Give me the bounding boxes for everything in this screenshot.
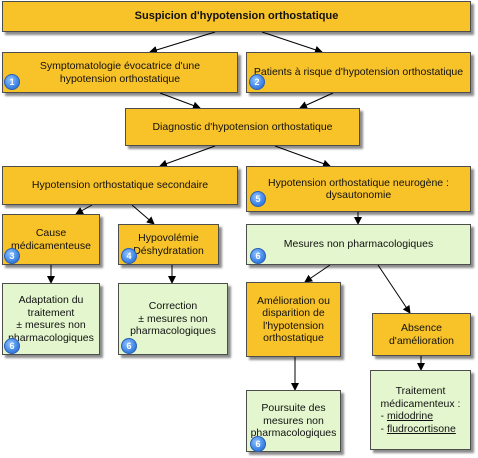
badge-6-correction-icon: 6 bbox=[121, 338, 137, 354]
arrow-secondaire-to-hypovolemie bbox=[131, 204, 155, 225]
node-symptomatologie: Symptomatologie évocatrice d'une hypoten… bbox=[2, 52, 238, 93]
node-poursuite: Poursuite des mesures non pharmacologiqu… bbox=[246, 390, 341, 452]
arrow-root-to-symptomatologie bbox=[149, 31, 216, 54]
node-cause-medicamenteuse: Cause médicamenteuse bbox=[2, 214, 100, 265]
node-suspicion: Suspicion d'hypotension orthostatique bbox=[2, 1, 471, 32]
badge-1-icon: 1 bbox=[4, 74, 20, 90]
fludrocortisone-link[interactable]: fludrocortisone bbox=[386, 422, 456, 435]
traitement-bullet-2: - bbox=[380, 422, 387, 435]
node-symptomatologie-label: Symptomatologie évocatrice d'une hypoten… bbox=[39, 60, 201, 85]
node-poursuite-label: Poursuite des mesures non pharmacologiqu… bbox=[250, 402, 337, 440]
arrow-diagnostic-to-secondaire bbox=[159, 145, 216, 168]
traitement-item-midodrine: - midodrine bbox=[381, 410, 461, 423]
node-neurogene-label: Hypotension orthostatique neurogène : dy… bbox=[268, 176, 449, 202]
arrow-mesures-to-amelioration bbox=[304, 264, 331, 283]
node-secondaire-label: Hypotension orthostatique secondaire bbox=[31, 179, 209, 192]
node-patients-risque-label: Patients à risque d'hypotension orthosta… bbox=[253, 66, 464, 79]
node-absence-amelioration: Absence d'amélioration bbox=[372, 313, 471, 356]
node-neurogene: Hypotension orthostatique neurogène : dy… bbox=[246, 166, 471, 212]
arrow-diagnostic-to-neurogene bbox=[274, 145, 331, 168]
node-hypovolemie-label: Hypovolémie Déshydratation bbox=[133, 232, 204, 257]
node-diagnostic-label: Diagnostic d'hypotension orthostatique bbox=[152, 120, 333, 133]
arrow-symptomatologie-to-diagnostic bbox=[159, 92, 201, 110]
node-absence-amelioration-label: Absence d'amélioration bbox=[388, 322, 455, 347]
arrow-patients-to-diagnostic bbox=[299, 92, 334, 109]
midodrine-link[interactable]: midodrine bbox=[386, 410, 434, 422]
badge-6-poursuite-icon: 6 bbox=[250, 436, 266, 452]
arrow-mesures-to-absence bbox=[377, 264, 411, 314]
node-traitement-medicamenteux: Traitement médicamenteux : - midodrine -… bbox=[370, 370, 471, 450]
traitement-item-fludrocortisone: - fludrocortisone bbox=[381, 423, 461, 436]
node-secondaire: Hypotension orthostatique secondaire bbox=[2, 166, 238, 205]
arrow-root-to-patients bbox=[261, 31, 323, 54]
node-mesures-non-pharma: Mesures non pharmacologiques bbox=[246, 224, 471, 265]
badge-3-icon: 3 bbox=[4, 248, 20, 264]
traitement-bullet-1: - bbox=[380, 410, 387, 422]
node-suspicion-label: Suspicion d'hypotension orthostatique bbox=[134, 10, 339, 23]
node-hypovolemie: Hypovolémie Déshydratation bbox=[118, 224, 219, 265]
node-adaptation-label: Adaptation du traitement ± mesures non p… bbox=[8, 294, 94, 344]
node-diagnostic: Diagnostic d'hypotension orthostatique bbox=[125, 108, 360, 146]
badge-6-icon: 6 bbox=[250, 248, 266, 264]
node-amelioration: Amélioration ou disparition de l'hypoten… bbox=[246, 282, 341, 357]
badge-4-icon: 4 bbox=[121, 248, 137, 264]
node-mesures-non-pharma-label: Mesures non pharmacologiques bbox=[283, 238, 434, 251]
arrow-secondaire-to-cause bbox=[75, 204, 93, 215]
node-cause-medicamenteuse-label: Cause médicamenteuse bbox=[11, 227, 91, 252]
badge-5-icon: 5 bbox=[250, 191, 266, 207]
traitement-title: Traitement médicamenteux : bbox=[380, 385, 461, 410]
badge-6-adaptation-icon: 6 bbox=[4, 338, 20, 354]
node-correction-label: Correction ± mesures non pharmacologique… bbox=[130, 300, 216, 338]
node-amelioration-label: Amélioration ou disparition de l'hypoten… bbox=[257, 294, 330, 345]
badge-2-icon: 2 bbox=[249, 74, 265, 90]
node-patients-risque: Patients à risque d'hypotension orthosta… bbox=[246, 52, 471, 93]
